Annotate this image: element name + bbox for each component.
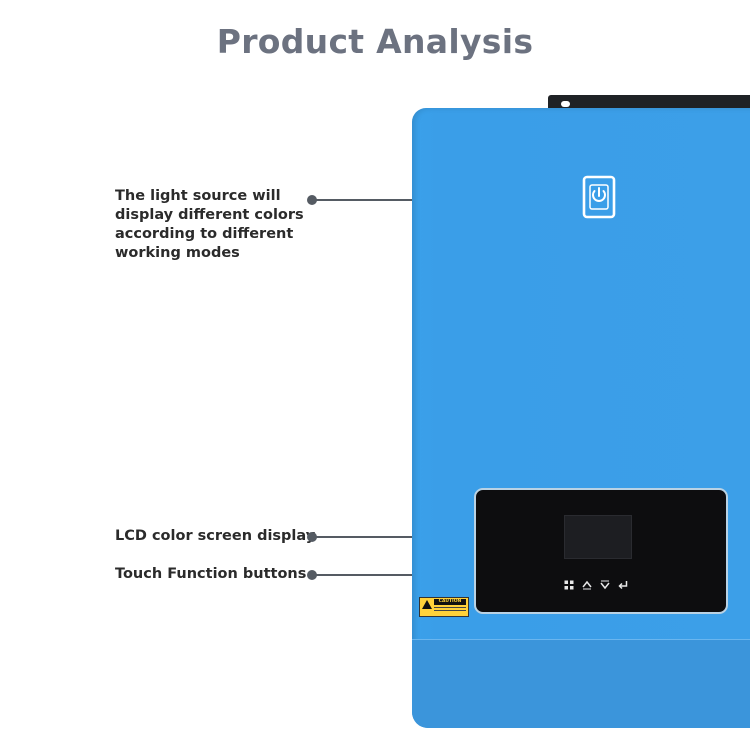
page-title: Product Analysis: [216, 22, 534, 61]
caution-fine-print: [434, 607, 466, 608]
caution-label: CAUTION: [419, 597, 469, 617]
annotation-line: The light source will: [115, 188, 281, 204]
lcd-panel: [474, 488, 728, 614]
annotation-lcd: LCD color screen display: [115, 527, 315, 546]
annotation-line: according to different: [115, 226, 294, 242]
warning-triangle-icon: [422, 600, 432, 609]
enter-button[interactable]: [616, 580, 630, 592]
up-button[interactable]: [580, 580, 594, 592]
menu-button[interactable]: [562, 580, 576, 592]
annotation-line: Touch Function buttons: [115, 566, 307, 582]
annotation-touch: Touch Function buttons: [115, 565, 315, 584]
power-icon: [582, 175, 616, 219]
caution-bar: [434, 599, 466, 605]
inverter-device: CAUTION: [412, 108, 750, 728]
caution-fine-print: [434, 610, 466, 611]
menu-grid-icon: [564, 580, 574, 590]
bracket-hole: [561, 101, 570, 107]
down-button[interactable]: [598, 580, 612, 592]
enter-icon: [618, 581, 628, 590]
device-bottom-section: [412, 639, 750, 728]
status-light: [581, 174, 617, 220]
annotation-line: working modes: [115, 245, 240, 261]
annotation-line: display different colors: [115, 207, 304, 223]
arrow-down-icon: [600, 580, 610, 590]
lcd-screen: [564, 515, 632, 559]
annotation-line: LCD color screen display: [115, 528, 316, 544]
annotation-light-source: The light source will display different …: [115, 187, 315, 263]
arrow-up-icon: [582, 580, 592, 590]
caution-text: CAUTION: [438, 599, 462, 604]
